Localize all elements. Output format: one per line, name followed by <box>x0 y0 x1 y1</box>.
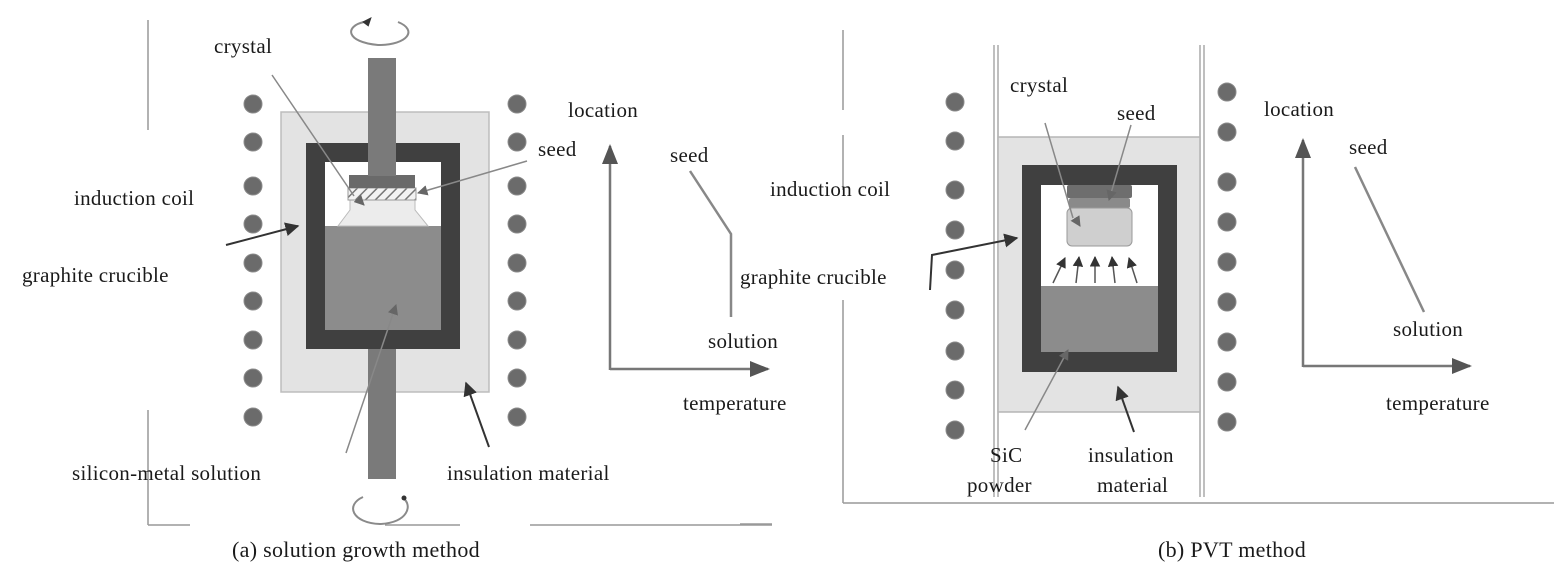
b-coil-turn-left-5 <box>945 260 965 280</box>
a-coil-turn-right-7 <box>507 330 527 350</box>
b-coil-turn-left-8 <box>945 380 965 400</box>
a-coil-turn-right-6 <box>507 291 527 311</box>
crystal-b <box>1066 207 1133 247</box>
label-graphite-crucible-a: graphite crucible <box>22 263 169 287</box>
profile-a-seed-label: seed <box>670 143 709 167</box>
label-seed-b: seed <box>1117 101 1156 125</box>
label-induction-coil-b: induction coil <box>770 177 890 201</box>
label-insulation-material-a: insulation material <box>447 461 610 485</box>
pull-shaft-top <box>368 58 396 176</box>
rotation-arrow-top-icon <box>350 17 410 47</box>
label-silicon-metal-solution: silicon-metal solution <box>72 461 261 485</box>
panel-a-frame <box>147 20 772 526</box>
profile-b-x-label: temperature <box>1386 391 1490 415</box>
panel-b-leaders <box>929 122 1135 433</box>
induction-coils-a <box>243 94 527 427</box>
b-coil-turn-left-7 <box>945 341 965 361</box>
a-coil-turn-left-6 <box>243 291 263 311</box>
b-coil-turn-right-9 <box>1217 412 1237 432</box>
seed-holder-a <box>349 175 415 188</box>
label-insulation-line2: material <box>1097 473 1168 497</box>
b-coil-turn-right-1 <box>1217 82 1237 102</box>
b-coil-turn-right-3 <box>1217 172 1237 192</box>
panel-a-solution-growth: crystal seed induction coil graphite cru… <box>22 17 787 562</box>
a-coil-turn-right-2 <box>507 132 527 152</box>
crystal-a <box>337 197 430 227</box>
sic-powder-source <box>1041 286 1158 352</box>
panel-b-pvt: crystal seed induction coil graphite cru… <box>740 30 1554 562</box>
a-coil-turn-left-7 <box>243 330 263 350</box>
a-coil-turn-right-3 <box>507 176 527 196</box>
profile-b-curve <box>1353 166 1426 313</box>
label-crystal-a: crystal <box>214 34 272 58</box>
b-coil-turn-right-8 <box>1217 372 1237 392</box>
caption-b: (b) PVT method <box>1158 537 1306 562</box>
profile-a-curve <box>688 170 733 317</box>
a-coil-turn-right-4 <box>507 214 527 234</box>
a-coil-turn-left-2 <box>243 132 263 152</box>
seed-b <box>1069 198 1130 208</box>
label-seed-a: seed <box>538 137 577 161</box>
profile-b-solution-label: solution <box>1393 317 1463 341</box>
profile-b-y-label: location <box>1264 97 1334 121</box>
label-induction-coil-a: induction coil <box>74 186 194 210</box>
profile-a-x-label: temperature <box>683 391 787 415</box>
a-coil-turn-left-8 <box>243 368 263 388</box>
silicon-metal-solution-melt <box>325 226 441 330</box>
profile-a-y-label: location <box>568 98 638 122</box>
label-graphite-crucible-b: graphite crucible <box>740 265 887 289</box>
b-coil-turn-right-7 <box>1217 332 1237 352</box>
profile-a-solution-label: solution <box>708 329 778 353</box>
caption-a: (a) solution growth method <box>232 537 480 562</box>
profile-b-seed-label: seed <box>1349 135 1388 159</box>
a-coil-turn-right-8 <box>507 368 527 388</box>
a-coil-turn-left-5 <box>243 253 263 273</box>
a-coil-turn-right-9 <box>507 407 527 427</box>
seed-holder-b <box>1067 185 1132 198</box>
label-sic-powder-line1: SiC <box>990 443 1022 467</box>
b-coil-turn-right-5 <box>1217 252 1237 272</box>
b-coil-turn-left-1 <box>945 92 965 112</box>
a-coil-turn-right-1 <box>507 94 527 114</box>
b-coil-turn-left-3 <box>945 180 965 200</box>
b-coil-turn-left-9 <box>945 420 965 440</box>
b-coil-turn-right-4 <box>1217 212 1237 232</box>
label-insulation-line1: insulation <box>1088 443 1174 467</box>
b-coil-turn-right-6 <box>1217 292 1237 312</box>
panel-a-leaders <box>225 74 528 454</box>
b-coil-turn-left-2 <box>945 131 965 151</box>
a-coil-turn-left-1 <box>243 94 263 114</box>
temperature-profile-a: location seed solution temperature <box>568 98 787 415</box>
pull-shaft-bottom <box>368 349 396 479</box>
label-crystal-b: crystal <box>1010 73 1068 97</box>
vapor-transport-arrows <box>1052 255 1138 284</box>
b-coil-turn-left-6 <box>945 300 965 320</box>
a-coil-turn-left-4 <box>243 214 263 234</box>
label-sic-powder-line2: powder <box>967 473 1032 497</box>
a-coil-turn-left-9 <box>243 407 263 427</box>
panel-b-frame <box>740 30 1554 525</box>
b-coil-turn-left-4 <box>945 220 965 240</box>
rotation-arrow-bottom-icon <box>352 495 409 526</box>
b-coil-turn-right-2 <box>1217 122 1237 142</box>
induction-coils-b <box>945 82 1237 440</box>
temperature-profile-b: location seed solution temperature <box>1264 97 1490 415</box>
a-coil-turn-right-5 <box>507 253 527 273</box>
a-coil-turn-left-3 <box>243 176 263 196</box>
